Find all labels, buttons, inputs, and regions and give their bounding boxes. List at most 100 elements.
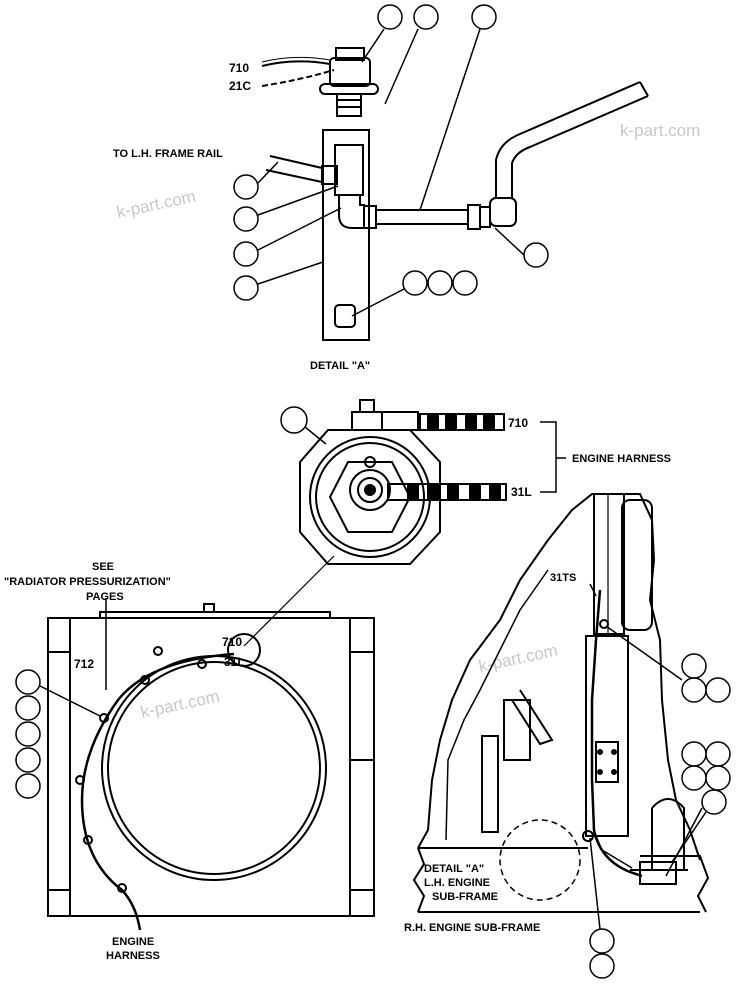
engine-inner-contour [445,569,549,841]
engine-callouts [589,625,731,979]
callout-balloon[interactable] [233,241,259,267]
callout-balloon[interactable] [15,747,41,773]
closeup-label-710: 710 [508,416,528,430]
leader-line [419,28,481,211]
bolt [597,769,603,775]
callout-balloon[interactable] [233,275,259,301]
engine-harness-label: ENGINE HARNESS [572,453,671,465]
callout-balloon[interactable] [15,695,41,721]
stripe [469,483,481,501]
mount-block [639,861,677,885]
wire-710-sheath [261,56,331,63]
detail-ref-line-1: DETAIL "A" [424,863,484,875]
tube-nut-2 [479,206,491,228]
callout-balloon[interactable] [15,721,41,747]
harness-clip [582,830,594,842]
linkage-arm [511,689,554,746]
callout-balloon[interactable] [681,741,707,767]
callout-balloon[interactable] [681,677,707,703]
engine-assembly [412,493,710,913]
harness-bottom-line-2: HARNESS [106,950,160,962]
leader-line [257,161,279,184]
bolt [597,749,603,755]
callout-balloon[interactable] [705,677,731,703]
radiator-core-outline [69,617,351,917]
switch-nipple [336,93,362,117]
pressure-switch-body [329,57,371,87]
detail-zoom-line [243,555,335,647]
frame-rail-hose-top [269,155,323,169]
hose-outer [495,81,641,198]
callout-balloon[interactable] [701,789,727,815]
callout-balloon[interactable] [452,270,478,296]
callout-balloon[interactable] [15,773,41,799]
detail-a-callouts [233,4,549,317]
engine-harness-routing [80,652,235,931]
stripe [489,483,501,501]
switch-closeup [299,399,566,565]
switch-terminal-ring [349,469,391,511]
leader-line [384,28,419,105]
fan-shroud-inner [107,661,321,875]
stripe [447,483,459,501]
hose-elbow [489,197,517,227]
to-frame-rail-label: TO L.H. FRAME RAIL [113,148,223,160]
radiator-label-31l: 31L [224,655,245,669]
elbow-nut [363,205,377,229]
leader-line [304,426,327,445]
tee-side-nut [321,165,338,185]
detail-a-hidden-location [499,819,581,901]
leader-line [351,288,405,317]
leader-line [39,685,101,717]
block-plate [595,741,619,783]
callout-balloon[interactable] [413,4,439,30]
callout-balloon[interactable] [523,242,549,268]
callout-balloon[interactable] [705,765,731,791]
callout-balloon[interactable] [681,765,707,791]
bolt [611,769,617,775]
callout-balloon[interactable] [233,174,259,200]
stripe [483,413,495,431]
31ts-leader [589,583,597,597]
callout-balloon[interactable] [705,741,731,767]
harness-clip [599,619,609,629]
callout-balloon[interactable] [280,406,308,434]
leader-line [257,261,324,285]
closeup-label-31l: 31L [511,485,532,499]
pressure-switch-cap [335,47,365,61]
top-terminal-block [351,411,383,431]
watermark-4: k-part.com [139,687,221,722]
detail-ref-line-2: L.H. ENGINE [424,877,490,889]
see-note-line-3: PAGES [86,591,124,603]
tee-fitting [334,144,364,196]
see-note-line-1: SEE [92,561,114,573]
wire-label-21c: 21C [229,79,251,93]
callout-balloon[interactable] [589,953,615,979]
callout-balloon[interactable] [427,270,453,296]
frame-rail-hose-bottom [265,169,323,183]
harness-bracket [540,421,557,493]
subframe-break-right [640,855,710,913]
callout-balloon[interactable] [589,928,615,954]
switch-terminal [357,477,383,503]
manifold [621,499,653,631]
tube-nut-1 [467,204,481,230]
callout-balloon[interactable] [377,4,403,30]
wire-label-710: 710 [229,61,249,75]
harness-clip [197,659,207,669]
leader-line [665,807,703,877]
callout-balloon[interactable] [402,270,428,296]
wire-21c [261,69,335,87]
u-bolt [651,798,685,871]
leader-line [257,207,342,251]
subframe-break-left [412,847,426,913]
leader-line [361,28,385,63]
harness-bottom-line-1: ENGINE [112,936,154,948]
callout-balloon[interactable] [681,653,707,679]
leader-line [257,185,339,216]
callout-balloon[interactable] [471,4,497,30]
callout-balloon[interactable] [15,669,41,695]
callout-balloon[interactable] [233,206,259,232]
bolt [611,749,617,755]
